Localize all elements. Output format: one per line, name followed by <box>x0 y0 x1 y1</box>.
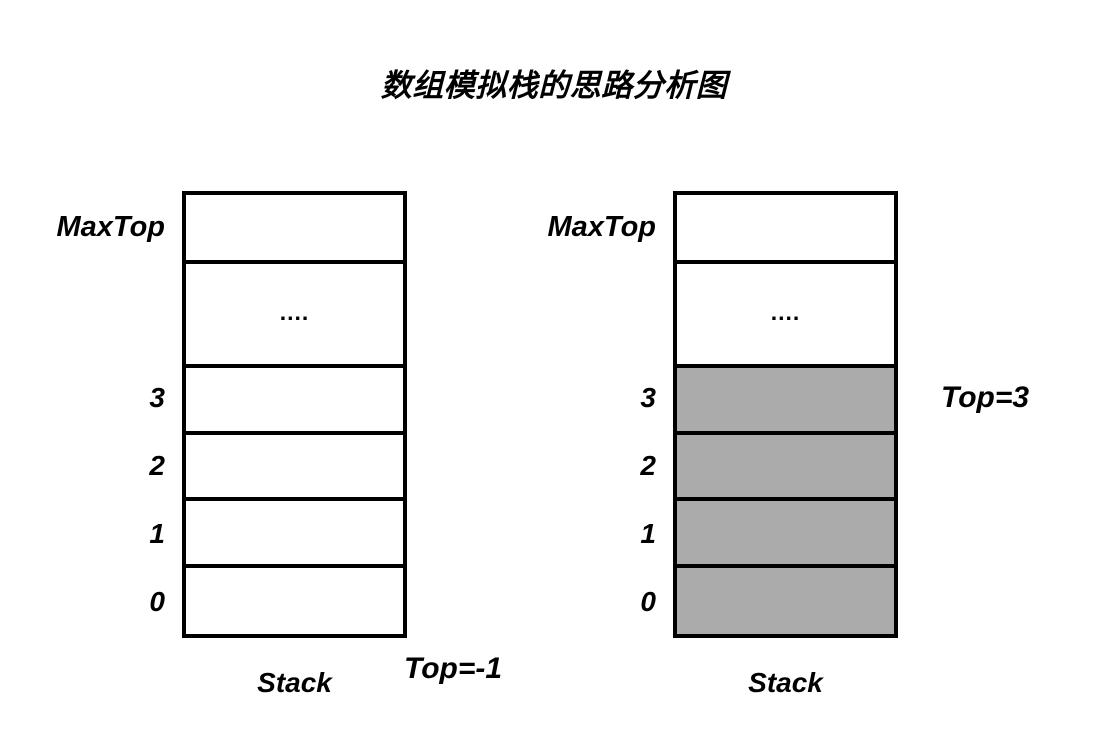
index-label-3: 3 <box>640 382 656 413</box>
page-title: 数组模拟栈的思路分析图 <box>380 68 728 103</box>
index-label-maxtop: MaxTop <box>56 211 165 243</box>
stack-cell-maxtop <box>677 195 894 265</box>
index-label-2: 2 <box>149 450 165 481</box>
stack-cell-0 <box>677 567 894 635</box>
stack-box-empty: .... <box>182 191 407 638</box>
stack-cell-maxtop <box>186 195 403 265</box>
stack-cell-2 <box>186 434 403 502</box>
stack-cell-1 <box>186 501 403 568</box>
top-pointer-label-empty: Top=-1 <box>404 652 503 685</box>
index-label-1: 1 <box>640 518 656 549</box>
index-column-empty: MaxTop 3 2 1 0 <box>0 191 165 638</box>
ellipsis-label: .... <box>770 298 801 325</box>
stack-caption-empty: Stack <box>257 667 332 698</box>
index-label-0: 0 <box>640 586 656 617</box>
index-label-1: 1 <box>149 518 165 549</box>
stack-cell-ellipsis: .... <box>186 264 403 369</box>
index-column-filled: MaxTop 3 2 1 0 <box>491 191 656 638</box>
ellipsis-label: .... <box>279 298 310 325</box>
index-label-maxtop: MaxTop <box>547 211 656 243</box>
top-pointer-label-filled: Top=3 <box>941 381 1030 414</box>
stack-cell-3 <box>186 368 403 435</box>
index-label-2: 2 <box>640 450 656 481</box>
index-label-0: 0 <box>149 586 165 617</box>
stack-cell-1 <box>677 501 894 568</box>
stack-box-filled: .... <box>673 191 898 638</box>
stack-cell-3 <box>677 368 894 435</box>
stack-cell-ellipsis: .... <box>677 264 894 369</box>
index-label-3: 3 <box>149 382 165 413</box>
stack-caption-filled: Stack <box>748 667 823 698</box>
stack-cell-0 <box>186 567 403 635</box>
stack-cell-2 <box>677 434 894 502</box>
